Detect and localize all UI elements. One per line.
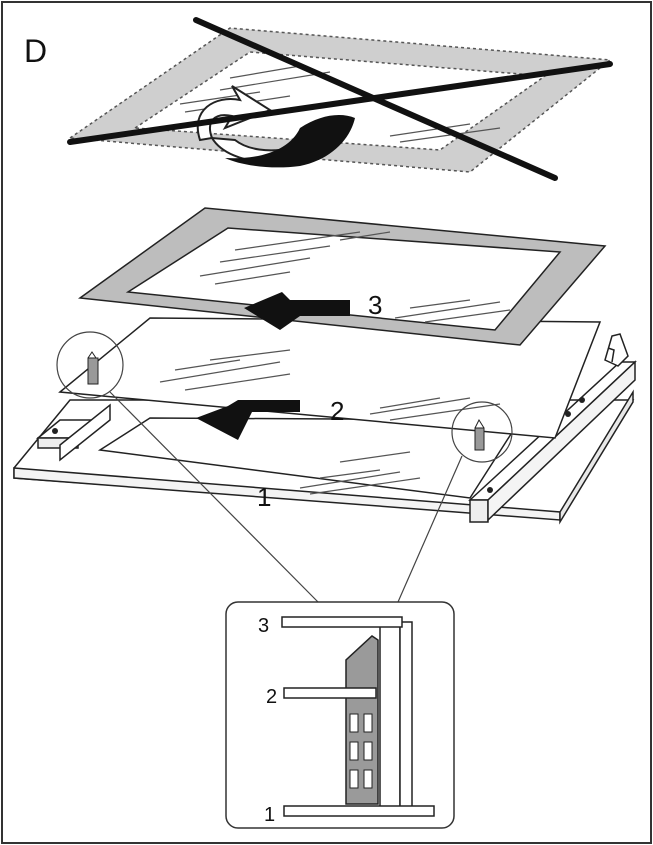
detail-pane-1 [283, 805, 435, 817]
main-label-1: 1 [257, 482, 271, 512]
cross-out-line-2 [67, 61, 613, 145]
panel-letter: D [24, 33, 47, 69]
detail-callout-left [56, 331, 124, 399]
main-label-2: 2 [330, 396, 344, 426]
flip-arrow-icon [196, 85, 273, 142]
glass-pane-2 [58, 317, 602, 440]
wrong-orientation-illustration [67, 17, 613, 181]
glass-pane-3-framed [77, 207, 607, 346]
insert-arrow-2-icon [196, 400, 300, 440]
detail-callout-right [451, 401, 513, 463]
detail-label-1: 1 [264, 804, 275, 826]
detail-label-2: 2 [266, 686, 277, 708]
leader-line-right [397, 455, 463, 603]
insert-arrow-3-icon [244, 292, 350, 330]
detail-pane-3 [281, 616, 403, 628]
main-label-3: 3 [368, 290, 382, 320]
leader-line-left [109, 391, 319, 603]
detail-clip [345, 635, 379, 805]
detail-inset [225, 601, 455, 829]
detail-label-3: 3 [258, 615, 269, 637]
detail-pane-2 [283, 687, 377, 699]
